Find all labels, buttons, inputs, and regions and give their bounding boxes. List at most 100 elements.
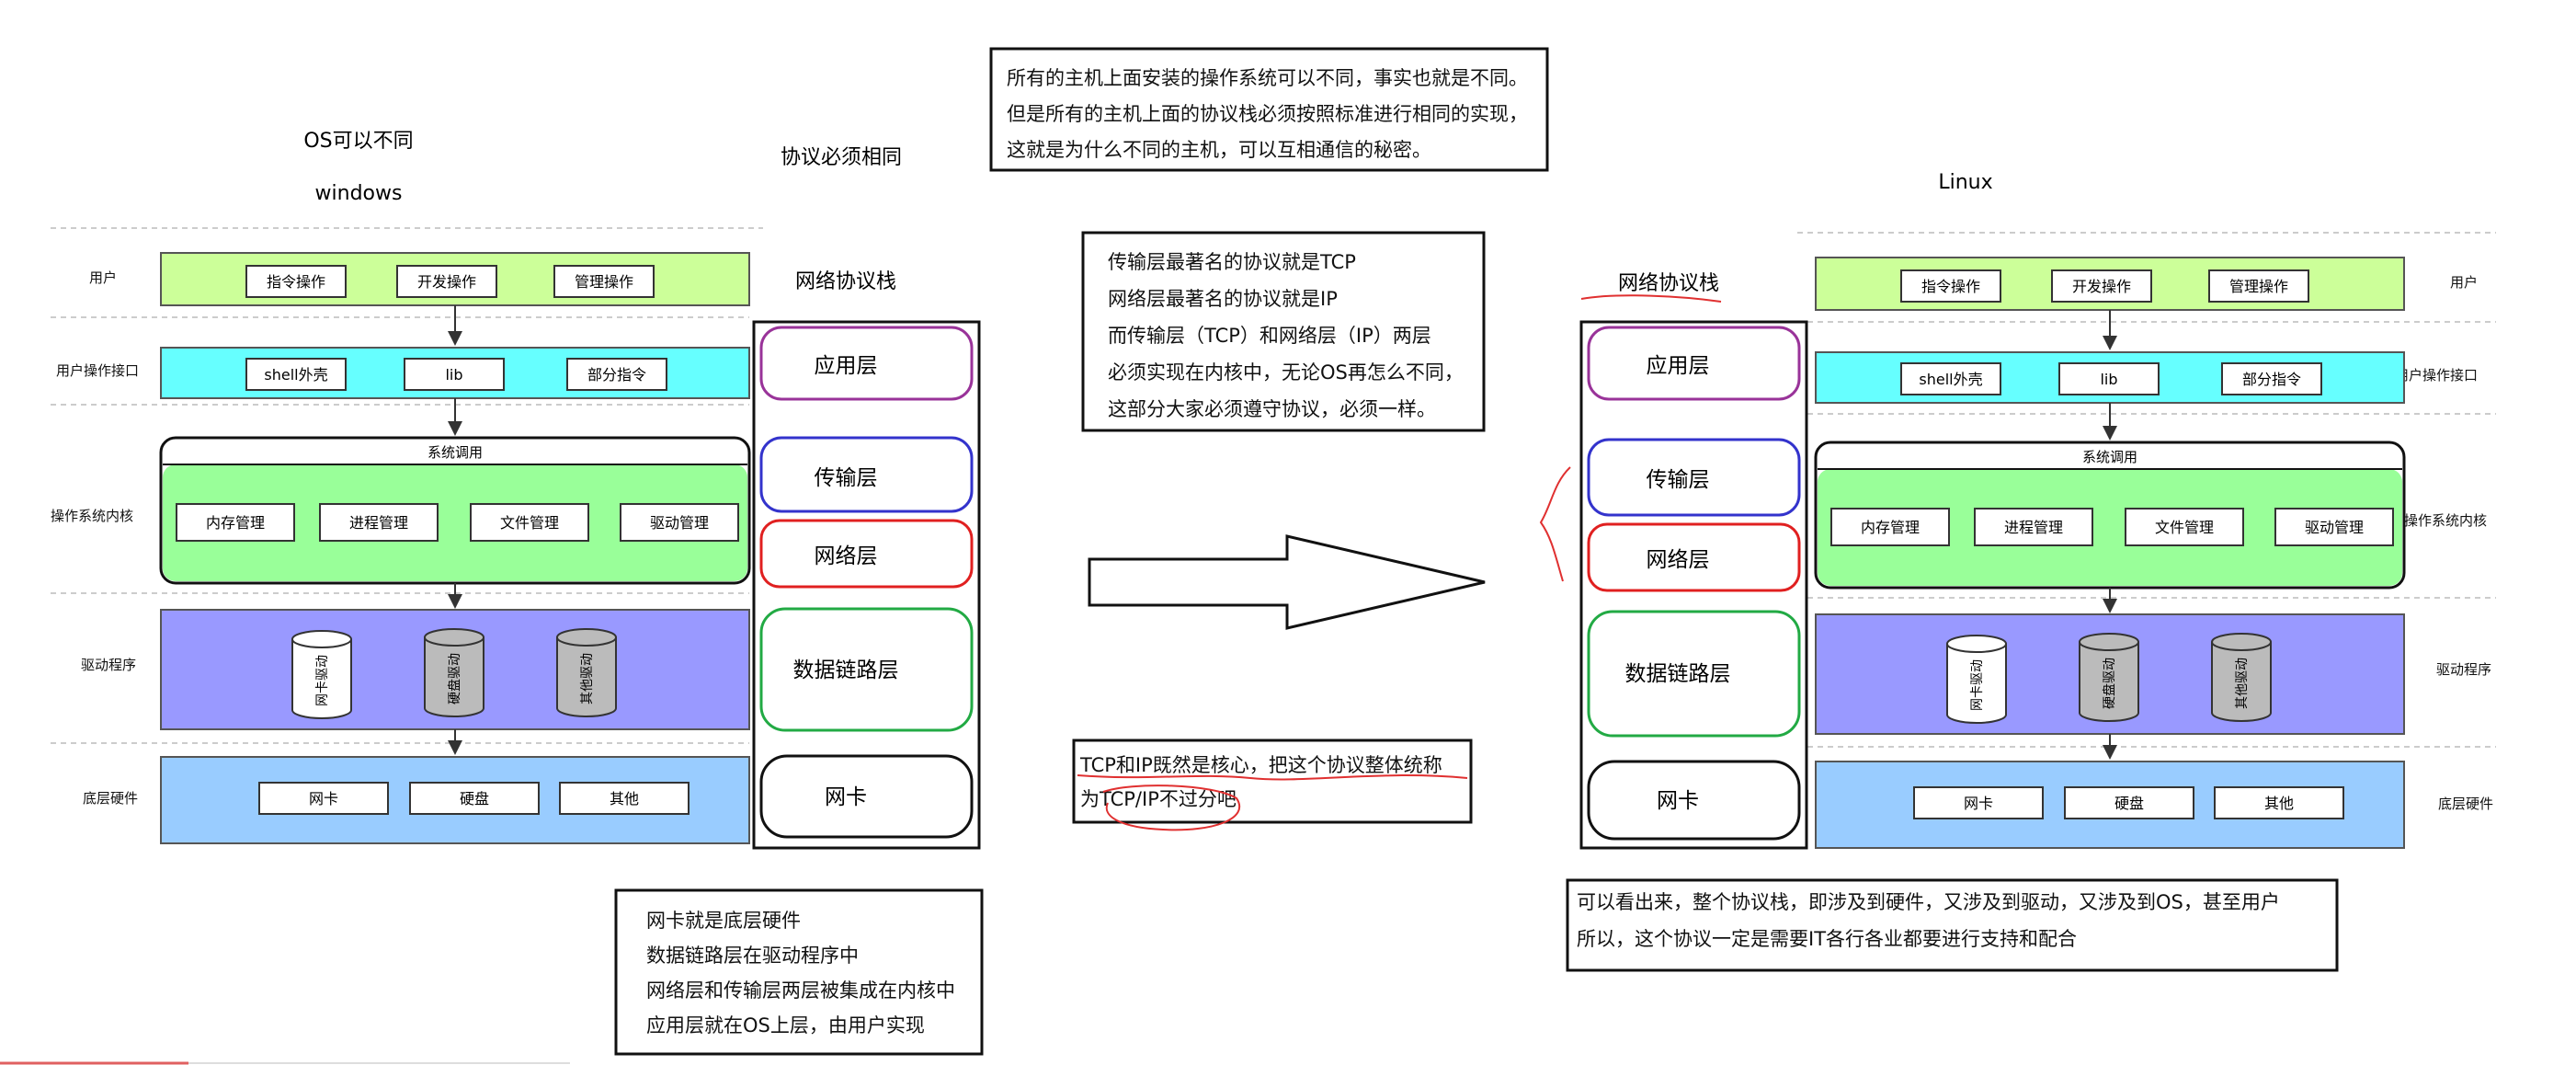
left-user-item-2: 开发操作 xyxy=(417,273,476,291)
right-label-kernel: 操作系统内核 xyxy=(2404,512,2487,529)
right-hw-item-1: 网卡 xyxy=(1964,795,1993,812)
left-kernel-item-3: 文件管理 xyxy=(500,514,559,532)
right-layer-network xyxy=(1587,522,1801,592)
right-label-api: 用户操作接口 xyxy=(2395,367,2478,384)
right-label-driver: 驱动程序 xyxy=(2436,661,2491,678)
left-driver-item-1: 网卡驱动 xyxy=(315,655,330,706)
right-api-item-3: 部分指令 xyxy=(2242,371,2301,388)
right-layer-network-label: 网络层 xyxy=(1647,548,1710,572)
left-syscall-label: 系统调用 xyxy=(427,444,483,461)
note-middle: 传输层最著名的协议就是TCP 网络层最著名的协议就是IP 而传输层（TCP）和网… xyxy=(1081,231,1486,432)
left-api-item-3: 部分指令 xyxy=(587,366,646,384)
right-kernel-item-2: 进程管理 xyxy=(2004,519,2063,536)
left-hw-item-2: 硬盘 xyxy=(460,790,489,807)
right-driver-item-3: 其他驱动 xyxy=(2235,658,2250,709)
left-user-item-1: 指令操作 xyxy=(267,273,325,291)
os-differ-title: OS可以不同 xyxy=(303,130,413,153)
note-top-line-3: 这就是为什么不同的主机，可以互相通信的秘密。 xyxy=(1007,139,1431,161)
right-label-hardware: 底层硬件 xyxy=(2438,796,2493,812)
left-kernel-item-1: 内存管理 xyxy=(206,514,265,532)
right-driver-item-1: 网卡驱动 xyxy=(1970,659,1985,711)
left-layer-application-label: 应用层 xyxy=(815,354,878,378)
linux-title: Linux xyxy=(1938,171,1992,194)
note-bottom-right-line-2: 所以，这个协议一定是需要IT各行各业都要进行支持和配合 xyxy=(1577,928,2077,950)
left-layer-nic-label: 网卡 xyxy=(825,785,867,809)
left-driver-item-2: 硬盘驱动 xyxy=(447,653,462,704)
protocol-same-title: 协议必须相同 xyxy=(781,146,902,169)
right-layer-transport xyxy=(1587,438,1801,517)
left-layer-transport-label: 传输层 xyxy=(815,466,878,490)
note-bottom-left: 网卡就是底层硬件 数据链路层在驱动程序中 网络层和传输层两层被集成在内核中 应用… xyxy=(614,888,984,1056)
left-layer-datalink xyxy=(759,607,974,732)
left-label-user: 用户 xyxy=(89,269,117,286)
left-layer-datalink-label: 数据链路层 xyxy=(793,658,899,682)
right-user-item-2: 开发操作 xyxy=(2072,278,2131,295)
note-bottom-right-line-1: 可以看出来，整个协议栈，即涉及到硬件，又涉及到驱动，又涉及到OS，甚至用户 xyxy=(1577,891,2280,913)
left-label-kernel: 操作系统内核 xyxy=(51,508,133,524)
right-user-item-1: 指令操作 xyxy=(1921,278,1980,295)
right-api-item-2: lib xyxy=(2100,371,2117,388)
left-hw-item-1: 网卡 xyxy=(309,790,338,807)
left-stack-title: 网络协议栈 xyxy=(795,270,896,293)
note-top-line-2: 但是所有的主机上面的协议栈必须按照标准进行相同的实现， xyxy=(1007,103,1528,125)
left-layer-transport xyxy=(759,436,974,513)
left-label-hardware: 底层硬件 xyxy=(83,790,138,807)
note-middle-line-2: 网络层最著名的协议就是IP xyxy=(1108,288,1338,310)
note-middle-line-3: 而传输层（TCP）和网络层（IP）两层 xyxy=(1108,325,1431,347)
note-bottom-left-line-3: 网络层和传输层两层被集成在内核中 xyxy=(646,979,955,1002)
tcpip-red-annotation xyxy=(1077,774,1468,831)
note-tcpip: TCP和IP既然是核心，把这个协议整体统称 为TCP/IP不过分吧 xyxy=(1072,739,1473,831)
right-driver-cylinders: 网卡驱动 硬盘驱动 其他驱动 xyxy=(1946,633,2272,724)
left-label-api: 用户操作接口 xyxy=(56,362,139,379)
note-middle-line-5: 这部分大家必须遵守协议，必须一样。 xyxy=(1108,398,1436,420)
right-user-item-3: 管理操作 xyxy=(2229,278,2288,295)
left-layer-nic xyxy=(759,754,974,839)
right-layer-datalink-label: 数据链路层 xyxy=(1625,662,1731,686)
note-bottom-left-line-1: 网卡就是底层硬件 xyxy=(646,910,801,932)
left-driver-cylinders: 网卡驱动 硬盘驱动 其他驱动 xyxy=(291,628,617,719)
right-stack-title-underline xyxy=(1580,294,1722,303)
left-user-item-3: 管理操作 xyxy=(575,273,633,291)
note-bottom-left-line-4: 应用层就在OS上层，由用户实现 xyxy=(646,1014,925,1036)
left-layer-network xyxy=(759,519,974,589)
right-hw-item-2: 硬盘 xyxy=(2114,795,2144,812)
left-api-item-1: shell外壳 xyxy=(264,366,327,384)
right-kernel-band xyxy=(1818,469,2402,586)
note-middle-line-4: 必须实现在内核中，无论OS再怎么不同， xyxy=(1108,361,1464,384)
right-layer-datalink xyxy=(1587,610,1801,738)
left-kernel-item-4: 驱动管理 xyxy=(650,514,709,532)
left-driver-item-3: 其他驱动 xyxy=(580,653,595,704)
linux-host: Linux 网络协议栈 用户 用户操作接口 操作系统内核 驱动程序 底层硬件 指… xyxy=(1539,171,2496,850)
right-red-bracket xyxy=(1539,466,1571,582)
left-layer-application xyxy=(759,326,974,401)
right-api-item-1: shell外壳 xyxy=(1919,371,1982,388)
note-bottom-right: 可以看出来，整个协议栈，即涉及到硬件，又涉及到驱动，又涉及到OS，甚至用户 所以… xyxy=(1566,878,2339,972)
left-hw-item-3: 其他 xyxy=(610,790,639,807)
left-separators xyxy=(51,227,763,744)
right-hw-item-3: 其他 xyxy=(2264,795,2294,812)
right-layer-transport-label: 传输层 xyxy=(1647,468,1710,492)
windows-host: OS可以不同 windows 协议必须相同 网络协议栈 用户 用户操作接口 操作… xyxy=(51,130,981,850)
note-tcpip-line-1: TCP和IP既然是核心，把这个协议整体统称 xyxy=(1079,754,1442,776)
windows-title: windows xyxy=(315,182,403,205)
left-kernel-item-2: 进程管理 xyxy=(349,514,408,532)
left-label-driver: 驱动程序 xyxy=(81,657,136,673)
right-kernel-item-1: 内存管理 xyxy=(1861,519,1920,536)
right-stack-title: 网络协议栈 xyxy=(1618,272,1719,295)
right-syscall-label: 系统调用 xyxy=(2082,449,2137,465)
right-label-user: 用户 xyxy=(2450,274,2478,291)
right-layer-application-label: 应用层 xyxy=(1647,354,1710,378)
left-kernel-band xyxy=(163,464,747,581)
right-layer-nic xyxy=(1587,760,1801,841)
right-layer-application xyxy=(1587,326,1801,401)
note-bottom-left-line-2: 数据链路层在驱动程序中 xyxy=(646,945,859,967)
right-kernel-item-3: 文件管理 xyxy=(2155,519,2214,536)
note-top: 所有的主机上面安装的操作系统可以不同，事实也就是不同。 但是所有的主机上面的协议… xyxy=(989,47,1549,172)
right-kernel-item-4: 驱动管理 xyxy=(2305,519,2364,536)
left-api-item-2: lib xyxy=(445,366,462,384)
right-separators xyxy=(1797,232,2496,748)
right-layer-nic-label: 网卡 xyxy=(1657,789,1699,813)
big-right-arrow xyxy=(1088,534,1486,630)
note-top-line-1: 所有的主机上面安装的操作系统可以不同，事实也就是不同。 xyxy=(1007,67,1528,89)
